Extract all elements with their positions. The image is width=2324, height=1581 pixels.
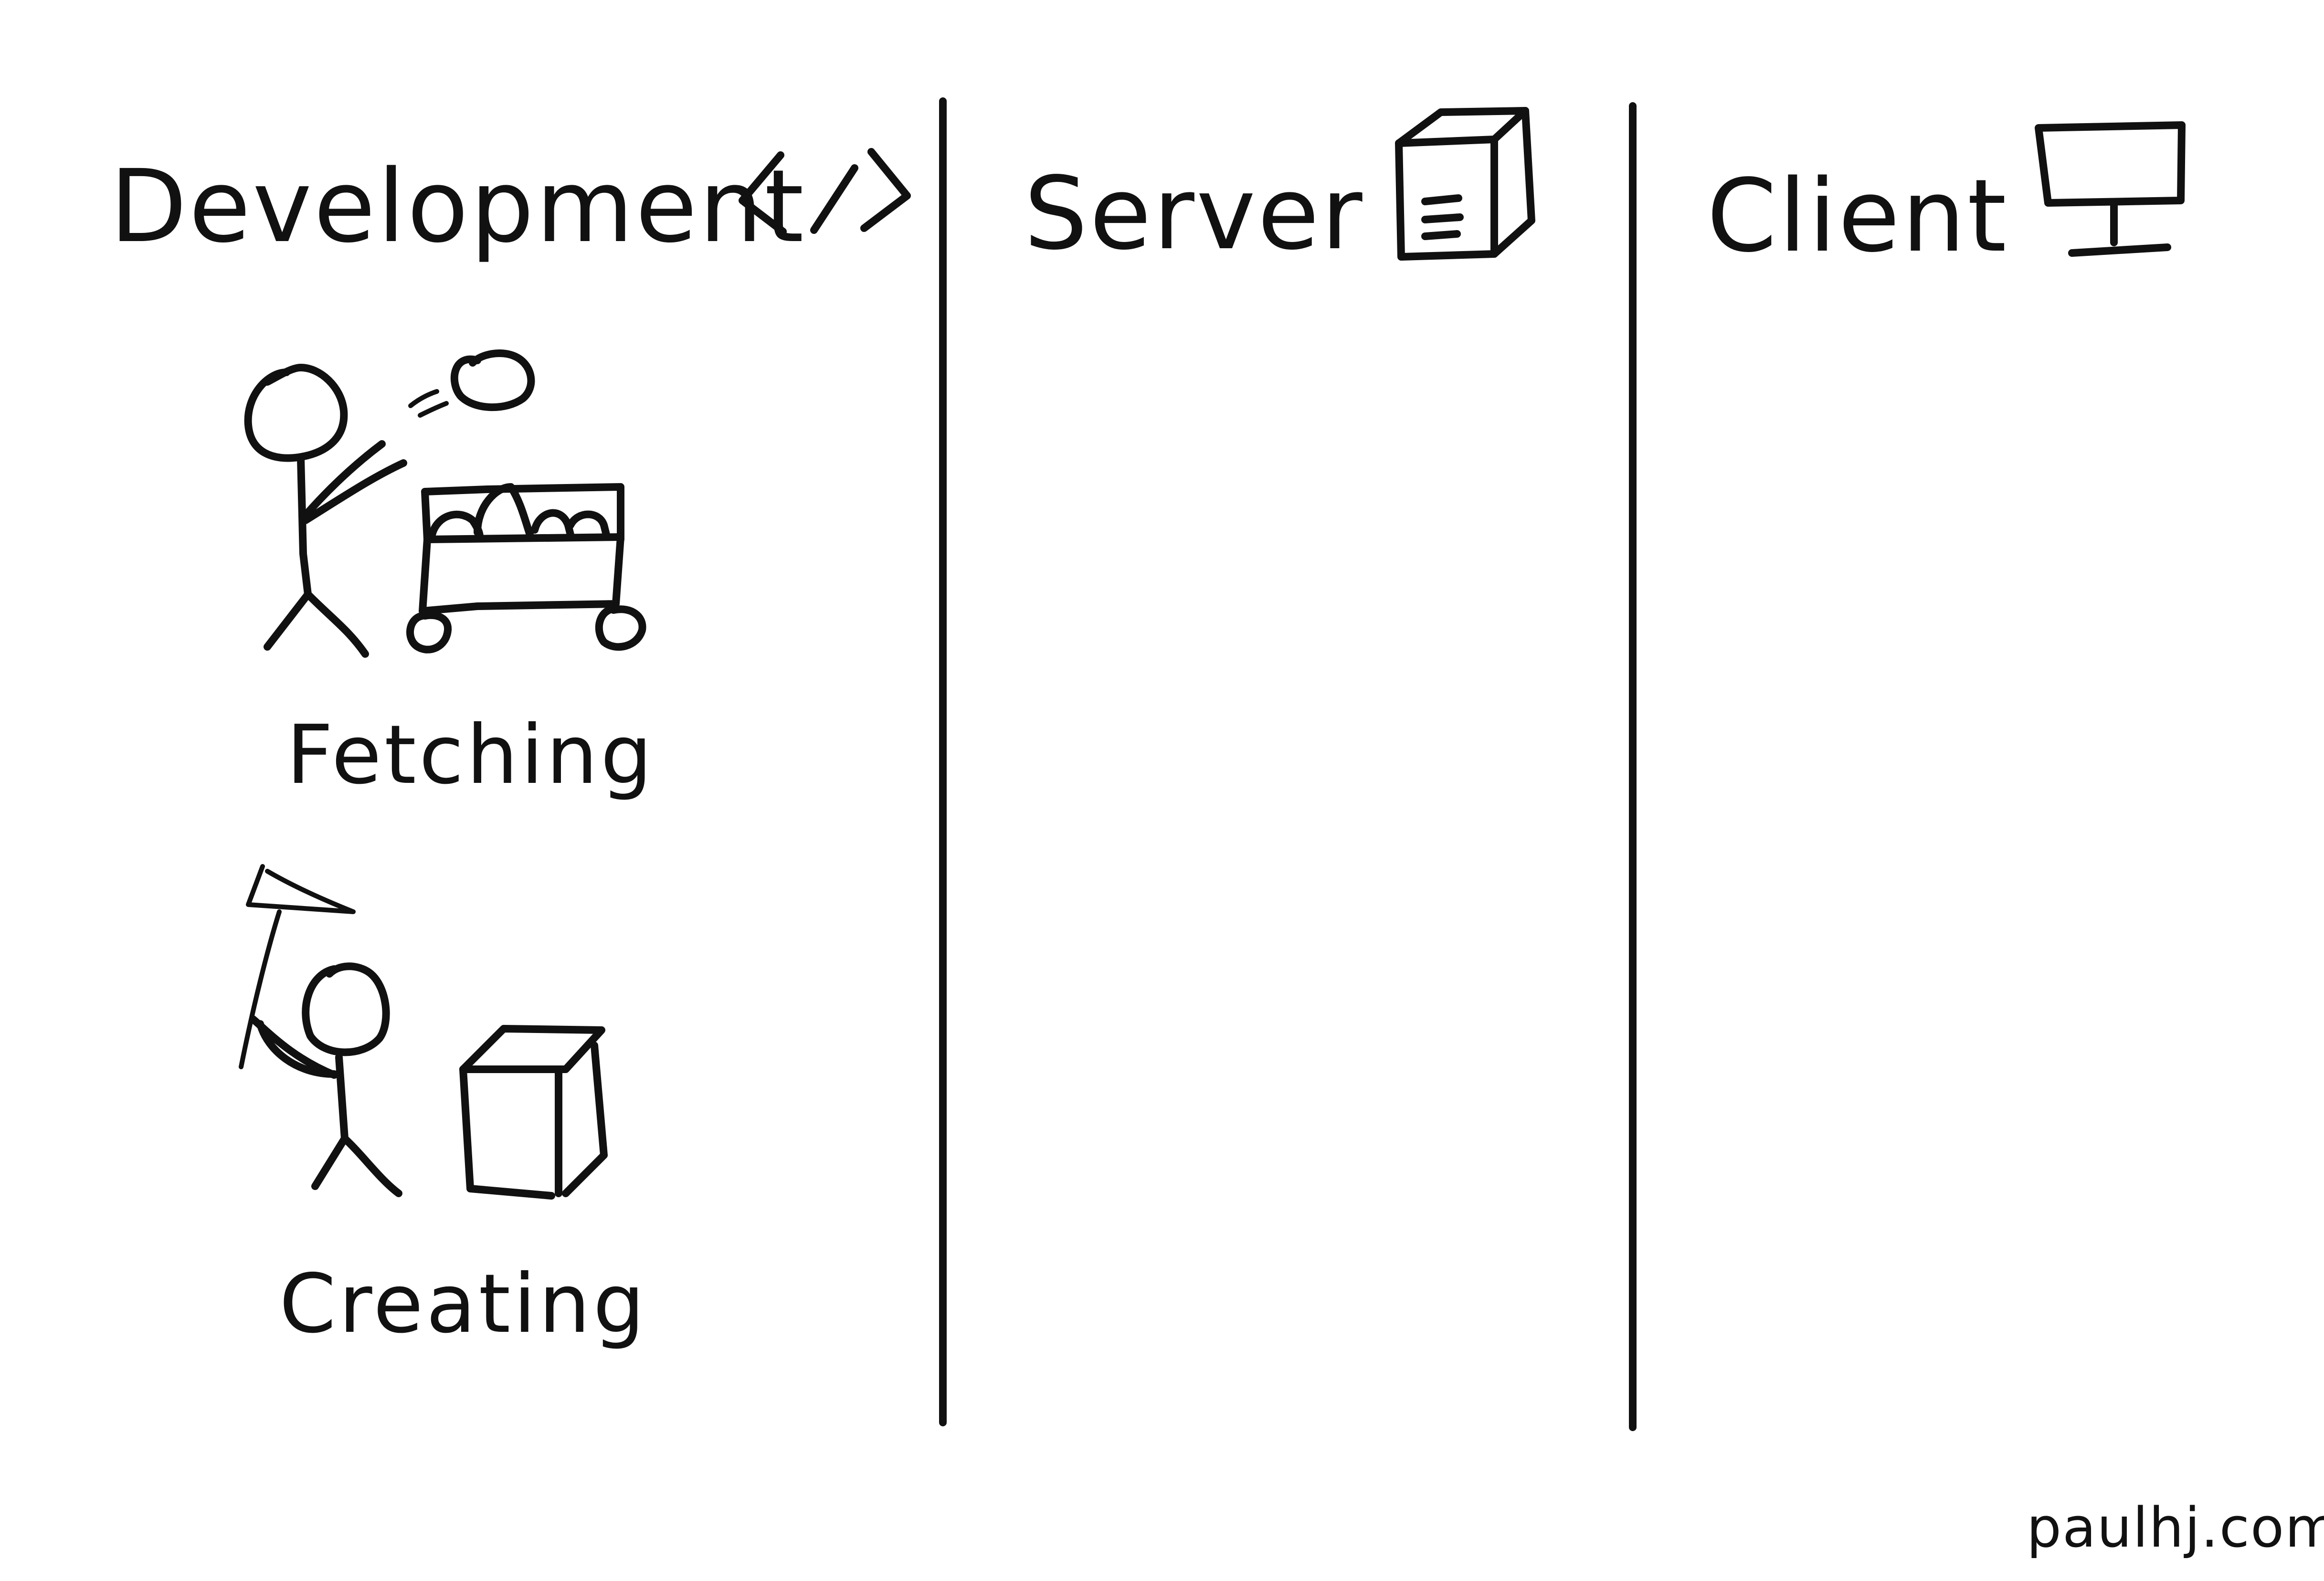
column-title-server: Server <box>1024 155 1364 272</box>
column-divider-right <box>1629 102 1637 1431</box>
server-box-icon <box>1395 107 1535 261</box>
footer-credit[interactable]: paulhj.com <box>2027 1496 2324 1560</box>
stick-figure-loading-cart-icon <box>244 349 646 658</box>
stick-figure-building-box-icon <box>239 864 608 1200</box>
column-divider-left <box>939 97 948 1426</box>
column-title-client: Client <box>1707 158 2008 274</box>
step-label-creating: Creating <box>279 1257 647 1351</box>
code-brackets-icon <box>739 148 911 235</box>
column-title-development: Development <box>110 148 806 265</box>
monitor-icon <box>2035 121 2186 257</box>
step-label-fetching: Fetching <box>286 708 655 802</box>
